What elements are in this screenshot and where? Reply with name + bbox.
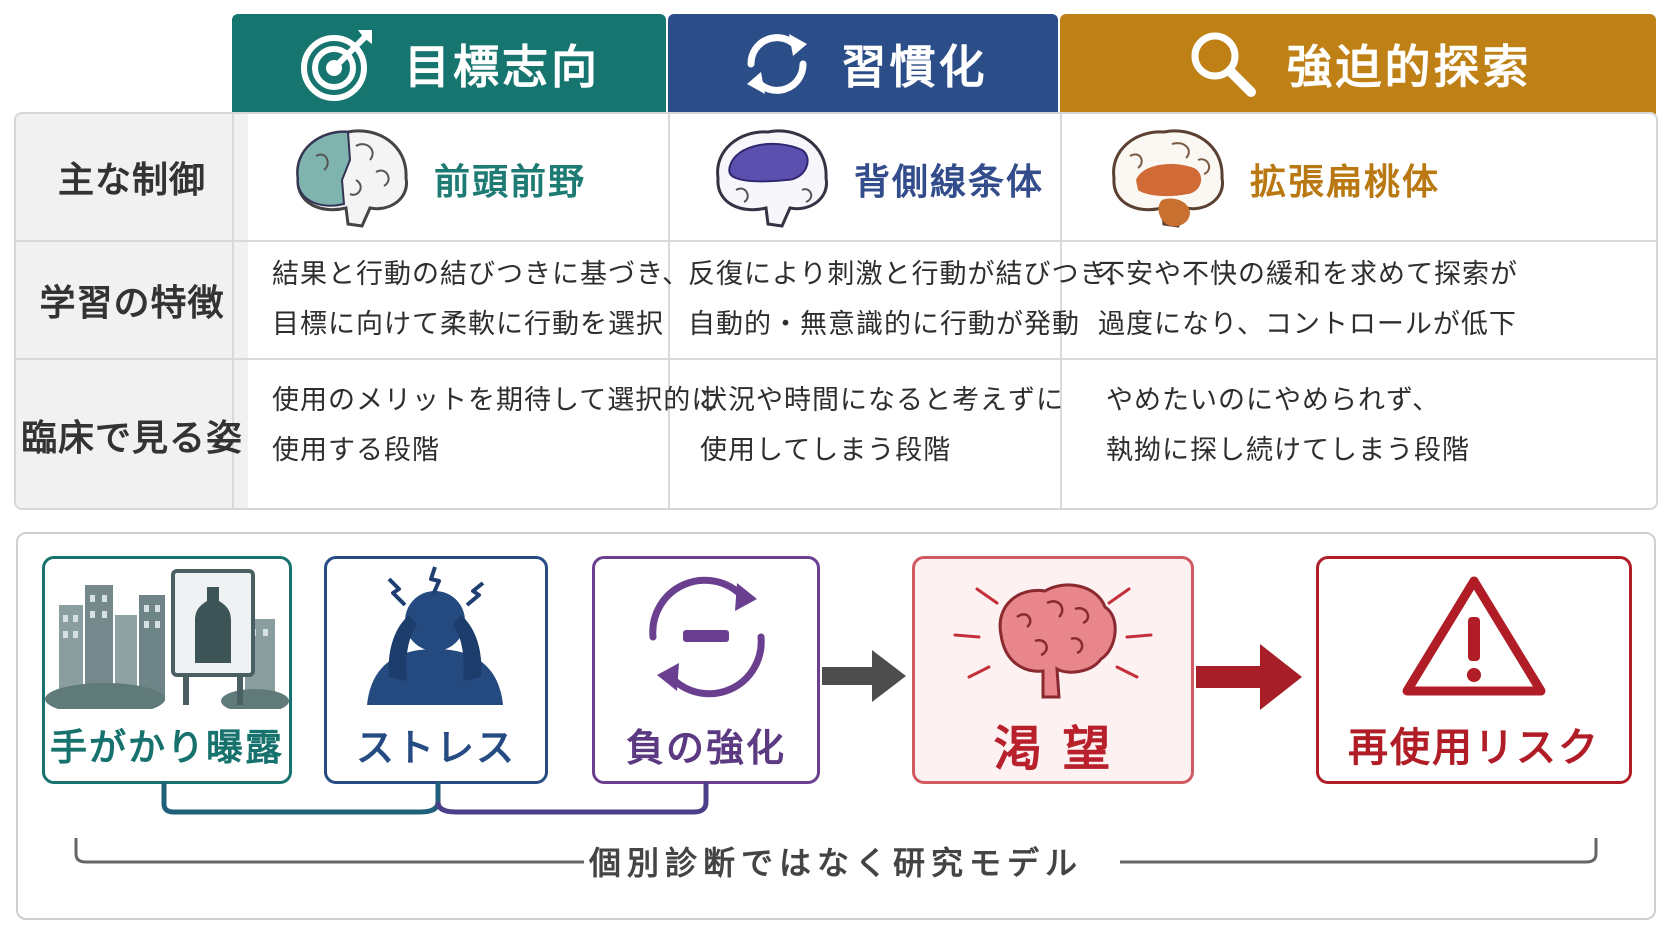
comparison-table: 主な制御 学習の特徴 臨床で見る姿 前頭前野 背側線条体 拡張扁桃体 結果と行動…: [14, 112, 1658, 510]
brain-prefrontal-icon: [296, 129, 408, 228]
trigger-card-negative-reinforcement: 負の強化: [592, 556, 820, 784]
trigger-card-stress: ストレス: [324, 556, 548, 784]
arrow-to-relapse-icon: [1196, 644, 1302, 710]
column-header-goal-directed: 目標志向: [232, 14, 666, 114]
model-bracket: [74, 838, 1598, 864]
arrow-to-craving-icon: [822, 650, 906, 702]
trigger-card-cue-exposure: 手がかり曝露: [42, 556, 292, 784]
row-label-clinical: 臨床で見る姿: [20, 418, 243, 459]
relapse-risk-card: 再使用リスク: [1316, 556, 1632, 784]
brain-icon: [953, 583, 1153, 699]
stressed-person-icon: [367, 566, 503, 705]
region-name: 拡張扁桃体: [1250, 162, 1441, 203]
divider: [668, 114, 670, 508]
brain-amygdala-icon: [1112, 129, 1224, 228]
clinical-compulsive: やめたいのにやめられず、執拗に探し続けてしまう段階: [1106, 385, 1470, 466]
row-label-column: [16, 114, 248, 508]
craving-label: 渇 望: [993, 721, 1113, 777]
divider: [1060, 114, 1062, 508]
divider: [232, 114, 234, 508]
region-name: 前頭前野: [434, 162, 587, 203]
column-header-habitual: 習慣化: [668, 14, 1058, 114]
trigger-label: 手がかり曝露: [50, 726, 284, 769]
column-header-compulsive: 強迫的探索: [1060, 14, 1656, 114]
minus-cycle-icon: [649, 576, 765, 698]
learning-compulsive: 不安や不快の緩和を求めて探索が過度になり、コントロールが低下: [1098, 259, 1518, 340]
control-cell-prefrontal: 前頭前野: [286, 118, 586, 240]
row-label-control: 主な制御: [57, 160, 206, 201]
trigger-label: 負の強化: [625, 725, 786, 770]
control-cell-amygdala: 拡張扁桃体: [1102, 118, 1440, 240]
magnifier-icon: [1191, 32, 1256, 97]
brain-striatum-icon: [716, 129, 828, 228]
city-billboard-bottle-icon: [45, 569, 289, 709]
row-label-learning: 学習の特徴: [39, 283, 225, 324]
research-model-note: 個別診断ではなく研究モデル: [588, 844, 1083, 882]
cycle-arrows-icon: [746, 34, 807, 94]
relapse-label: 再使用リスク: [1348, 725, 1600, 771]
control-cell-striatum: 背側線条体: [706, 118, 1044, 240]
clinical-goal-directed: 使用のメリットを期待して選択的に使用する段階: [272, 385, 720, 466]
region-name: 背側線条体: [854, 162, 1045, 203]
divider: [16, 358, 1656, 360]
divider: [16, 240, 1656, 242]
learning-habitual: 反復により刺激と行動が結びつき、自動的・無意識的に行動が発動: [688, 259, 1134, 340]
target-icon: [301, 30, 372, 101]
learning-goal-directed: 結果と行動の結びつきに基づき、目標に向けて柔軟に行動を選択: [272, 259, 691, 340]
warning-icon: [1402, 576, 1546, 696]
craving-card: 渇 望: [912, 556, 1194, 784]
clinical-habitual: 状況や時間になると考えずに使用してしまう段階: [700, 385, 1064, 466]
column-title: 強迫的探索: [1286, 40, 1532, 94]
trigger-bracket: [161, 782, 709, 815]
column-title: 習慣化: [840, 40, 988, 94]
trigger-label: ストレス: [355, 725, 516, 770]
column-title: 目標志向: [404, 40, 600, 94]
